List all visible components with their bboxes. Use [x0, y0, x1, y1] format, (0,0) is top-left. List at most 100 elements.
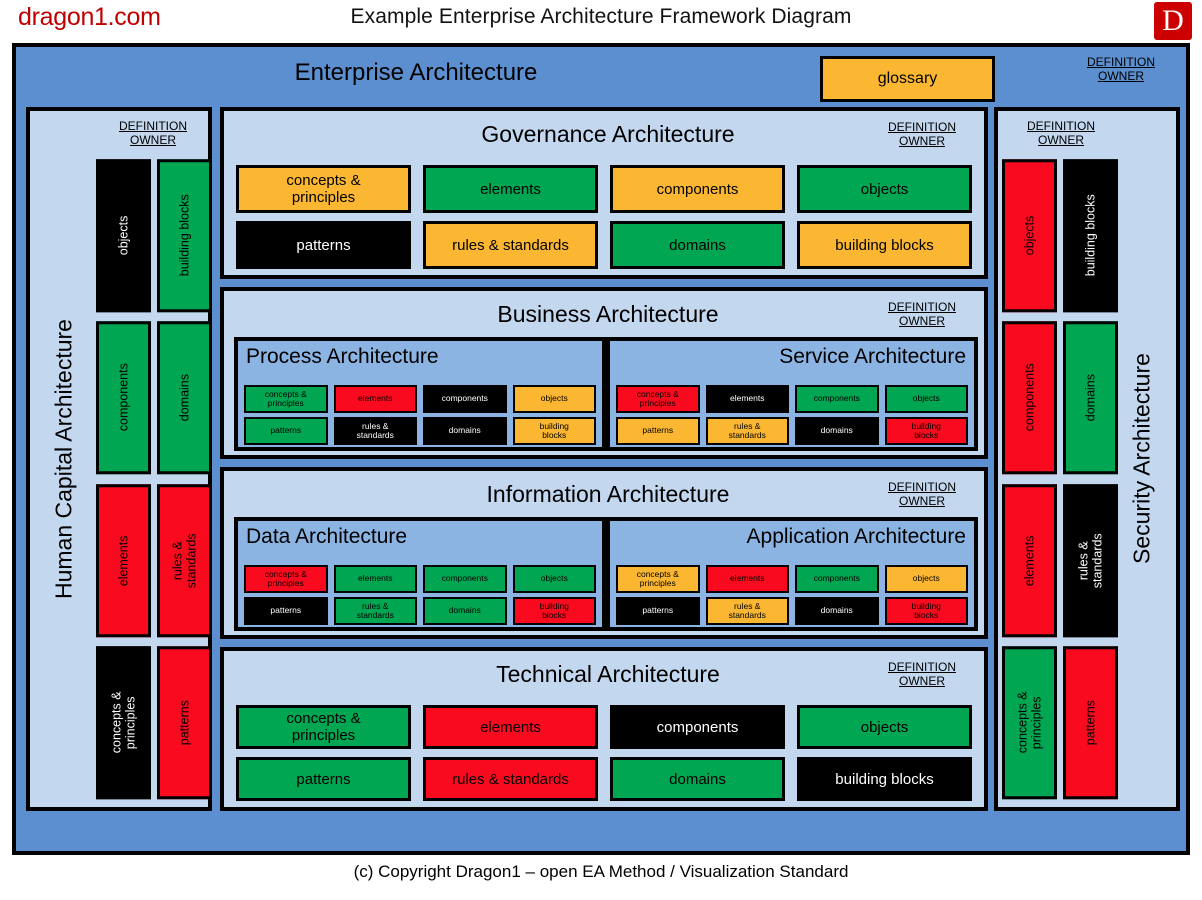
- business-architecture-section: Business Architecture DEFINITION OWNER P…: [220, 287, 988, 459]
- definition-owner-label-governance: DEFINITION OWNER: [874, 120, 970, 148]
- enterprise-architecture-title: Enterprise Architecture: [294, 59, 538, 86]
- owner-text: OWNER: [899, 314, 945, 328]
- artefact-box[interactable]: patterns: [236, 221, 411, 269]
- technical-architecture-section: Technical Architecture DEFINITION OWNER …: [220, 647, 988, 811]
- artefact-box[interactable]: elements: [333, 565, 417, 593]
- definition-owner-label-enterprise: DEFINITION OWNER: [1066, 55, 1176, 83]
- artefact-box[interactable]: domains: [1063, 321, 1118, 475]
- artefact-box[interactable]: elements: [333, 385, 417, 413]
- artefact-box[interactable]: building blocks: [797, 221, 972, 269]
- artefact-box[interactable]: building blocks: [157, 159, 212, 313]
- artefact-box[interactable]: components: [610, 705, 785, 749]
- application-architecture-panel: Application Architecture concepts & prin…: [606, 517, 978, 631]
- definition-text: DEFINITION: [888, 660, 956, 674]
- artefact-box[interactable]: domains: [157, 321, 212, 475]
- artefact-box[interactable]: elements: [705, 565, 789, 593]
- artefact-box[interactable]: elements: [423, 705, 598, 749]
- artefact-box[interactable]: patterns: [616, 597, 700, 625]
- artefact-box[interactable]: rules & standards: [333, 417, 417, 445]
- artefact-box[interactable]: building blocks: [797, 757, 972, 801]
- artefact-box[interactable]: rules & standards: [705, 597, 789, 625]
- artefact-box[interactable]: patterns: [1063, 645, 1118, 799]
- artefact-box[interactable]: elements: [423, 165, 598, 213]
- artefact-box[interactable]: rules & standards: [423, 757, 598, 801]
- artefact-box[interactable]: elements: [1002, 483, 1057, 637]
- definition-text: DEFINITION: [888, 480, 956, 494]
- artefact-box[interactable]: building blocks: [884, 597, 968, 625]
- artefact-box[interactable]: elements: [96, 483, 151, 637]
- definition-owner-label-technical: DEFINITION OWNER: [874, 660, 970, 688]
- definition-owner-label-business: DEFINITION OWNER: [874, 300, 970, 328]
- artefact-box[interactable]: concepts & principles: [244, 565, 328, 593]
- artefact-box[interactable]: elements: [705, 385, 789, 413]
- artefact-box[interactable]: building blocks: [512, 417, 596, 445]
- owner-text: OWNER: [130, 133, 176, 147]
- artefact-box[interactable]: domains: [795, 597, 879, 625]
- artefact-box[interactable]: rules & standards: [1063, 483, 1118, 637]
- artefact-box[interactable]: rules & standards: [333, 597, 417, 625]
- artefact-box[interactable]: components: [795, 565, 879, 593]
- artefact-box[interactable]: components: [423, 565, 507, 593]
- framework-diagram-frame: Enterprise Architecture glossary DEFINIT…: [12, 43, 1190, 855]
- artefact-box[interactable]: domains: [423, 597, 507, 625]
- artefact-box[interactable]: objects: [797, 165, 972, 213]
- artefact-box[interactable]: patterns: [244, 417, 328, 445]
- owner-text: OWNER: [1038, 133, 1084, 147]
- artefact-box[interactable]: rules & standards: [423, 221, 598, 269]
- definition-text: DEFINITION: [888, 300, 956, 314]
- process-architecture-title: Process Architecture: [246, 345, 439, 368]
- artefact-box[interactable]: components: [1002, 321, 1057, 475]
- definition-text: DEFINITION: [888, 120, 956, 134]
- definition-owner-label-information: DEFINITION OWNER: [874, 480, 970, 508]
- artefact-box[interactable]: components: [96, 321, 151, 475]
- artefact-box[interactable]: objects: [884, 385, 968, 413]
- artefact-box[interactable]: concepts & principles: [236, 165, 411, 213]
- definition-text: DEFINITION: [1027, 119, 1095, 133]
- artefact-box[interactable]: patterns: [244, 597, 328, 625]
- brand-wordmark: dragon1.com: [18, 3, 161, 31]
- business-architecture-title: Business Architecture: [497, 301, 719, 327]
- artefact-box[interactable]: objects: [1002, 159, 1057, 313]
- artefact-box[interactable]: objects: [512, 385, 596, 413]
- artefact-box[interactable]: concepts & principles: [1002, 645, 1057, 799]
- artefact-box[interactable]: objects: [512, 565, 596, 593]
- dragon1-logo-icon: D: [1154, 2, 1192, 40]
- artefact-box[interactable]: domains: [610, 221, 785, 269]
- artefact-box[interactable]: concepts & principles: [96, 645, 151, 799]
- artefact-box[interactable]: concepts & principles: [236, 705, 411, 749]
- technical-box-grid: concepts & principles elements components o…: [236, 705, 972, 801]
- artefact-box[interactable]: components: [795, 385, 879, 413]
- artefact-box[interactable]: concepts & principles: [244, 385, 328, 413]
- center-architecture-column: Governance Architecture DEFINITION OWNER…: [220, 107, 988, 811]
- artefact-box[interactable]: domains: [795, 417, 879, 445]
- data-architecture-title: Data Architecture: [246, 525, 408, 548]
- artefact-box[interactable]: objects: [884, 565, 968, 593]
- artefact-box[interactable]: building blocks: [512, 597, 596, 625]
- artefact-box[interactable]: patterns: [236, 757, 411, 801]
- artefact-box[interactable]: building blocks: [1063, 159, 1118, 313]
- governance-architecture-title: Governance Architecture: [481, 121, 735, 147]
- artefact-box[interactable]: components: [423, 385, 507, 413]
- artefact-box[interactable]: rules & standards: [157, 483, 212, 637]
- definition-owner-label-security: DEFINITION OWNER: [1002, 119, 1120, 147]
- artefact-box[interactable]: objects: [797, 705, 972, 749]
- definition-text: DEFINITION: [1087, 55, 1155, 69]
- artefact-box[interactable]: rules & standards: [705, 417, 789, 445]
- information-architecture-title: Information Architecture: [486, 481, 730, 507]
- artefact-box[interactable]: concepts & principles: [616, 385, 700, 413]
- artefact-box[interactable]: objects: [96, 159, 151, 313]
- glossary-box[interactable]: glossary: [820, 56, 995, 102]
- artefact-box[interactable]: domains: [610, 757, 785, 801]
- artefact-box[interactable]: concepts & principles: [616, 565, 700, 593]
- artefact-box[interactable]: building blocks: [884, 417, 968, 445]
- artefact-box[interactable]: components: [610, 165, 785, 213]
- owner-text: OWNER: [1098, 69, 1144, 83]
- artefact-box[interactable]: patterns: [616, 417, 700, 445]
- artefact-box[interactable]: patterns: [157, 645, 212, 799]
- artefact-box[interactable]: domains: [423, 417, 507, 445]
